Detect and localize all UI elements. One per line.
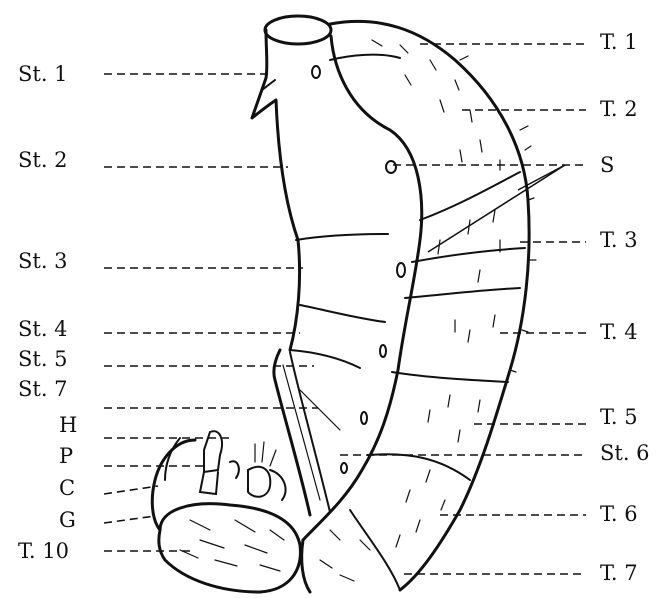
label-t4: T. 4 [600,320,638,344]
leader-g [104,516,155,523]
label-st4: St. 4 [18,317,68,341]
specimen-drawing [152,16,536,592]
label-st1: St. 1 [18,62,68,86]
left-labels: St. 1 St. 2 St. 3 St. 4 St. 5 St. 7 H P … [18,62,77,563]
label-p: P [59,444,73,468]
label-t7: T. 7 [600,561,638,585]
label-c: C [59,476,75,500]
label-g: G [59,508,76,532]
label-st7: St. 7 [18,377,68,401]
leader-c [104,486,158,494]
anterior-opening [265,16,331,44]
label-st5: St. 5 [18,347,68,371]
label-st6: St. 6 [600,441,650,465]
label-t5: T. 5 [600,405,638,429]
label-st2: St. 2 [18,148,68,172]
label-t6: T. 6 [600,502,638,526]
label-h: H [59,413,77,437]
label-t2: T. 2 [600,97,638,121]
label-st3: St. 3 [18,249,68,273]
label-t3: T. 3 [600,228,638,252]
right-labels: T. 1 T. 2 S T. 3 T. 4 T. 5 St. 6 T. 6 T.… [600,30,650,585]
label-t10: T. 10 [18,539,69,563]
label-s: S [600,153,614,177]
left-leader-lines [104,74,318,551]
label-t1: T. 1 [600,30,638,54]
